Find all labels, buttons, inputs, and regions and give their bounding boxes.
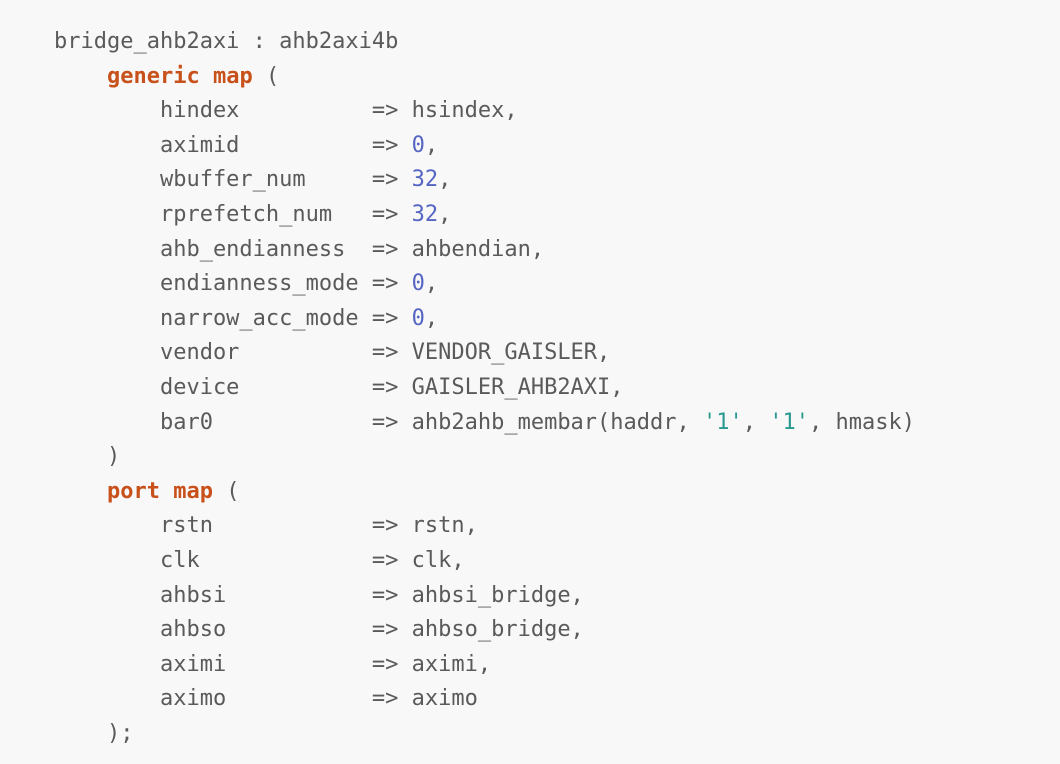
code-line: aximi => aximi,: [54, 648, 915, 683]
code-line: port map (: [54, 475, 915, 510]
code-line: narrow_acc_mode => 0,: [54, 302, 915, 337]
code-text: device => GAISLER_AHB2AXI,: [54, 374, 624, 400]
code-text: ,: [438, 201, 452, 227]
code-text: aximid =>: [54, 132, 412, 158]
code-text: ahbso => ahbso_bridge,: [54, 617, 584, 643]
string-literal: '1': [703, 409, 743, 435]
code-text: wbuffer_num =>: [54, 167, 412, 193]
code-text: endianness_mode =>: [54, 271, 412, 297]
code-line: hindex => hsindex,: [54, 94, 915, 129]
code-text: clk => clk,: [54, 547, 465, 573]
code-text: vendor => VENDOR_GAISLER,: [54, 340, 611, 366]
code-text: ,: [424, 132, 439, 158]
code-text: );: [54, 720, 134, 746]
code-text: ): [54, 444, 121, 470]
code-text: ahb_endianness => ahbendian,: [54, 236, 545, 262]
code-line: rstn => rstn,: [54, 509, 915, 544]
code-line: bridge_ahb2axi : ahb2axi4b: [54, 25, 915, 60]
code-text: [160, 479, 173, 504]
code-text: ,: [742, 409, 770, 435]
code-text: [54, 64, 107, 89]
code-text: aximi => aximi,: [54, 651, 492, 677]
code-text: (: [252, 63, 280, 89]
code-text: bridge_ahb2axi : ahb2axi4b: [54, 29, 399, 54]
code-line: bar0 => ahb2ahb_membar(haddr, '1', '1', …: [54, 406, 915, 441]
code-line: aximo => aximo: [54, 682, 915, 717]
code-line: vendor => VENDOR_GAISLER,: [54, 336, 915, 371]
code-line: ): [54, 440, 915, 475]
code-line: clk => clk,: [54, 544, 915, 579]
number-literal: 0: [411, 271, 425, 297]
code-line: );: [54, 717, 915, 752]
code-text: ,: [424, 305, 439, 331]
code-line: ahb_endianness => ahbendian,: [54, 233, 915, 268]
code-text: aximo => aximo: [54, 686, 478, 712]
keyword-token: generic: [106, 63, 200, 89]
code-line: wbuffer_num => 32,: [54, 163, 915, 198]
code-text: [200, 64, 213, 89]
keyword-token: map: [212, 63, 253, 89]
code-text: [54, 479, 107, 504]
code-line: device => GAISLER_AHB2AXI,: [54, 371, 915, 406]
number-literal: 0: [411, 132, 425, 158]
code-text: (: [212, 478, 240, 504]
number-literal: 32: [411, 201, 439, 227]
code-text: ,: [424, 271, 439, 297]
code-line: ahbsi => ahbsi_bridge,: [54, 579, 915, 614]
code-text: hindex => hsindex,: [54, 98, 518, 124]
code-line: generic map (: [54, 60, 915, 95]
code-text: ahbsi => ahbsi_bridge,: [54, 582, 584, 608]
code-line: endianness_mode => 0,: [54, 267, 915, 302]
code-text: , hmask): [809, 409, 915, 435]
code-text: bar0 => ahb2ahb_membar(haddr,: [54, 409, 704, 435]
number-literal: 32: [411, 167, 439, 193]
number-literal: 0: [411, 305, 425, 331]
code-text: rprefetch_num =>: [54, 201, 412, 227]
string-literal: '1': [769, 409, 810, 435]
keyword-token: port: [106, 478, 160, 504]
code-line: aximid => 0,: [54, 129, 915, 164]
keyword-token: map: [173, 478, 213, 504]
code-text: narrow_acc_mode =>: [54, 305, 412, 331]
code-line: ahbso => ahbso_bridge,: [54, 613, 915, 648]
code-text: rstn => rstn,: [54, 513, 478, 539]
code-line: rprefetch_num => 32,: [54, 198, 915, 233]
code-block: bridge_ahb2axi : ahb2axi4b generic map (…: [54, 25, 915, 751]
code-text: ,: [438, 167, 452, 193]
